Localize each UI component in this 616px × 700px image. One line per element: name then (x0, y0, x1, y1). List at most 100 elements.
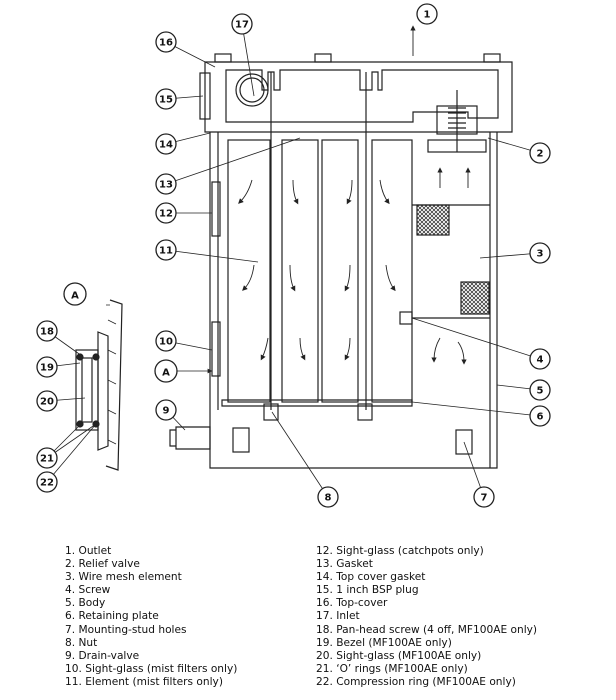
callout-number: 16 (159, 38, 173, 49)
legend-item: 18. Pan-head screw (4 off, MF100AE only) (316, 623, 538, 636)
callout-9: 9 (155, 399, 177, 421)
legend-item: 15. 1 inch BSP plug (316, 584, 419, 597)
callout-circle (231, 13, 253, 35)
body (169, 72, 498, 469)
legend-item: 10. Sight-glass (mist filters only) (65, 662, 238, 675)
callout-1: 1 (416, 3, 438, 25)
callout-number: 9 (163, 406, 170, 417)
flow-arrows (238, 25, 471, 365)
legend-item: 21. ‘O’ rings (MF100AE only) (316, 662, 468, 675)
callout-15: 15 (155, 88, 177, 110)
callout-4: 4 (529, 348, 551, 370)
leader-line (46, 423, 97, 483)
legend-item: 3. Wire mesh element (65, 571, 182, 584)
callout-8: 8 (317, 486, 339, 508)
callout-number: 6 (537, 412, 544, 423)
callout-number: 4 (537, 355, 544, 366)
callout-circle (529, 142, 551, 164)
legend-item: 11. Element (mist filters only) (65, 675, 223, 688)
legend-item: 9. Drain-valve (65, 649, 140, 662)
callout-circle (473, 486, 495, 508)
callout-14: 14 (155, 133, 177, 155)
callout-number: 1 (424, 10, 431, 21)
top-cover (199, 53, 513, 133)
leader-line (271, 411, 329, 498)
callout-number: 5 (537, 386, 544, 397)
callout-2: 2 (529, 142, 551, 164)
legend-item: 20. Sight-glass (MF100AE only) (316, 649, 482, 662)
legend-item: 8. Nut (65, 636, 98, 649)
callout-number: 19 (40, 363, 54, 374)
leader-line (411, 401, 541, 417)
callout-number: 21 (40, 454, 54, 465)
callout-11: 11 (155, 239, 177, 261)
legend-item: 1. Outlet (65, 545, 112, 557)
callout-number: 15 (159, 95, 173, 106)
legend-item: 6. Retaining plate (65, 610, 159, 623)
leader-line (241, 23, 255, 97)
callout-19: 19 (36, 356, 58, 378)
callout-7: 7 (473, 486, 495, 508)
callout-circle (529, 379, 551, 401)
view-a-letter: A (162, 368, 170, 379)
callout-5: 5 (529, 379, 551, 401)
callout-circle (155, 202, 177, 224)
callout-number: 2 (537, 149, 544, 160)
legend-item: 16. Top-cover (316, 597, 388, 610)
callout-22: 22 (36, 471, 58, 493)
legend-right-column: 12. Sight-glass (catchpots only) 13. Gas… (316, 545, 537, 689)
callout-18: 18 (36, 320, 58, 342)
legend-item: 12. Sight-glass (catchpots only) (316, 545, 484, 557)
callout-number: 8 (325, 493, 332, 504)
callout-circle (36, 390, 58, 412)
callout-circle (36, 471, 58, 493)
callout-circle (36, 356, 58, 378)
callout-12: 12 (155, 202, 177, 224)
callout-number: 22 (40, 478, 54, 489)
callout-circle (63, 282, 87, 306)
leader-line (411, 317, 541, 360)
legend-item: 5. Body (65, 597, 106, 610)
callout-circle (36, 320, 58, 342)
legend-item: 13. Gasket (316, 558, 373, 571)
legend-item: 2. Relief valve (65, 558, 140, 571)
callout-21: 21 (36, 447, 58, 469)
callout-circle (155, 239, 177, 261)
callout-number: 3 (537, 249, 544, 260)
callout-number: 13 (159, 180, 173, 191)
callout-6: 6 (529, 405, 551, 427)
leader-line (165, 249, 259, 263)
callout-number: 12 (159, 209, 173, 220)
view-a-label: A (154, 359, 178, 383)
callout-number: 7 (481, 493, 488, 504)
callout-20: 20 (36, 390, 58, 412)
callout-circle (155, 31, 177, 53)
callout-number: 10 (159, 337, 173, 348)
callout-circle (155, 133, 177, 155)
detail-view-a (75, 299, 123, 471)
leader-line (165, 137, 301, 185)
callout-circle (154, 359, 178, 383)
callout-number: 14 (159, 140, 173, 151)
legend-item: 17. Inlet (316, 610, 360, 623)
legend-item: 19. Bezel (MF100AE only) (316, 636, 452, 649)
callout-number: 20 (40, 397, 54, 408)
callout-circle (155, 330, 177, 352)
callout-circle (529, 405, 551, 427)
legend-item: 7. Mounting-stud holes (65, 623, 187, 636)
callout-circle (416, 3, 438, 25)
legend-item: 4. Screw (65, 584, 111, 597)
view-a-label: A (63, 282, 87, 306)
view-a-letter: A (71, 291, 79, 302)
callout-13: 13 (155, 173, 177, 195)
callout-10: 10 (155, 330, 177, 352)
legend-item: 22. Compression ring (MF100AE only) (316, 675, 516, 688)
callout-number: 11 (159, 246, 173, 257)
callout-circle (529, 242, 551, 264)
callout-16: 16 (155, 31, 177, 53)
callout-3: 3 (529, 242, 551, 264)
legend-left-column: 1. Outlet 2. Relief valve 3. Wire mesh e… (65, 545, 237, 689)
callout-number: 17 (235, 20, 249, 31)
